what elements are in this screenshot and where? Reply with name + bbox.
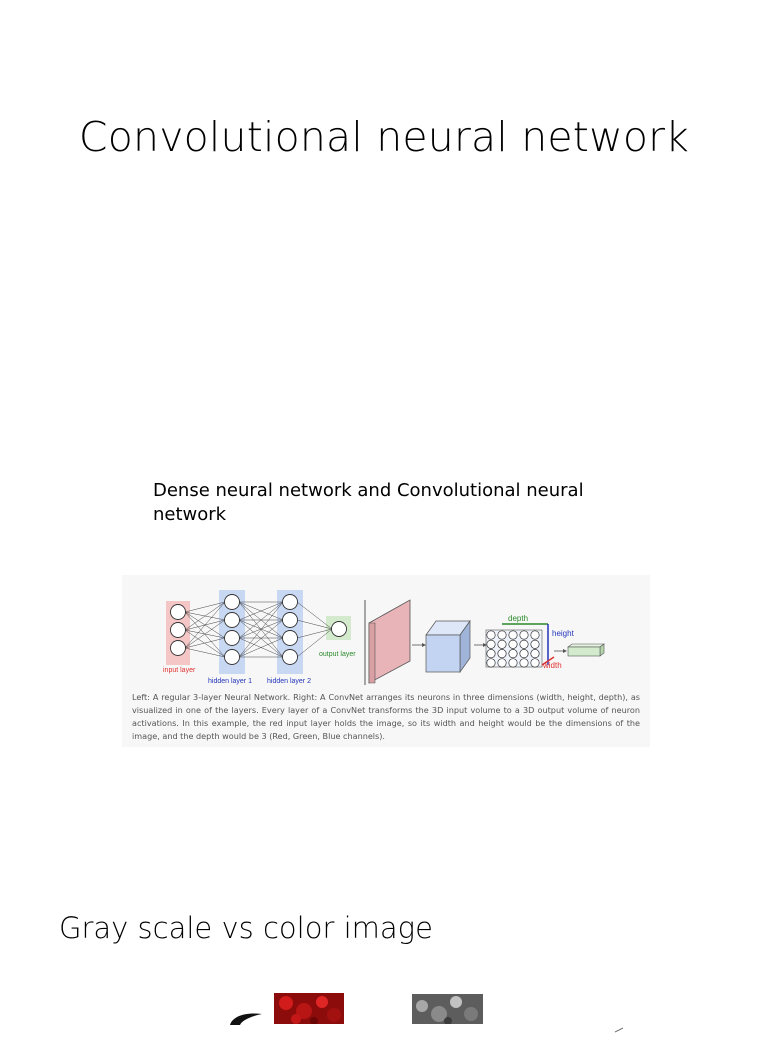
network-edge [238,637,284,658]
neuron-volume [485,629,543,668]
neuron [519,639,529,649]
network-edge [238,619,284,639]
network-edge [296,619,333,630]
red-channel-texture [274,993,344,1024]
network-edge [296,628,333,658]
gray-texture [412,994,483,1024]
neuron [530,649,540,659]
network-edges [184,601,333,658]
network-edge [184,601,226,631]
section-title-text: Gray scale vs color image [59,911,433,945]
neuron [508,639,518,649]
figure-heading-text: Dense neural network and Convolutional n… [153,480,584,525]
network-node [170,604,186,620]
network-edge [238,601,284,639]
neuron [519,630,529,640]
height-label: height [552,629,575,638]
network-edge [184,637,226,649]
section-title: Gray scale vs color image [59,908,433,948]
neuron [508,658,518,668]
network-node [282,612,298,628]
network-node [224,594,240,610]
slide-title: Convolutional neural network [0,112,768,162]
hidden-layer-1-label: hidden layer 1 [208,678,252,685]
network-edge [238,601,284,621]
width-label: width [542,661,562,670]
network-edge [184,619,226,649]
network-node [282,649,298,665]
neuron [508,630,518,640]
input-volume [368,599,411,684]
dark-image-thumbnail [222,1010,264,1025]
neuron [530,630,540,640]
network-node [282,594,298,610]
network-edge [184,629,226,658]
network-edge [184,611,226,658]
network-edge [238,619,284,658]
neuron [497,658,507,668]
crescent-shape [230,1013,262,1025]
neural-network-figure: input layer hidden layer 1 hidden layer … [122,575,650,747]
grayscale-image-thumbnail [412,994,483,1024]
width-edge [541,656,555,666]
network-node [224,612,240,628]
slide-title-text: Convolutional neural network [78,113,690,161]
network-node [282,630,298,646]
figure-caption: Left: A regular 3-layer Neural Network. … [132,692,640,741]
network-edge [296,601,333,630]
network-node [331,621,347,637]
speck-shape [614,1027,624,1033]
input-layer-label: input layer [163,667,196,674]
network-node [224,630,240,646]
hidden-layer-2-label: hidden layer 2 [267,678,311,685]
depth-label: depth [508,614,528,623]
neuron [497,649,507,659]
neuron [530,658,540,668]
neuron [497,639,507,649]
output-layer-label: output layer [319,651,356,658]
neuron [519,649,529,659]
neuron [486,649,496,659]
figure-heading: Dense neural network and Convolutional n… [153,479,613,527]
network-diagram: input layer hidden layer 1 hidden layer … [163,590,605,685]
neuron [486,658,496,668]
network-edge [184,601,226,649]
output-volume [567,643,605,657]
network-node [224,649,240,665]
neuron [530,639,540,649]
network-edge [296,628,333,639]
network-edge [184,647,226,658]
neuron [497,630,507,640]
color-image-thumbnail [274,993,344,1024]
neuron [519,658,529,668]
network-edge [184,601,226,613]
network-nodes [170,594,347,665]
small-thumbnail [613,1018,625,1033]
neuron [486,630,496,640]
network-edge [238,601,284,658]
hidden-volume [425,619,471,674]
network-node [170,640,186,656]
neuron [486,639,496,649]
neuron [508,649,518,659]
network-node [170,622,186,638]
